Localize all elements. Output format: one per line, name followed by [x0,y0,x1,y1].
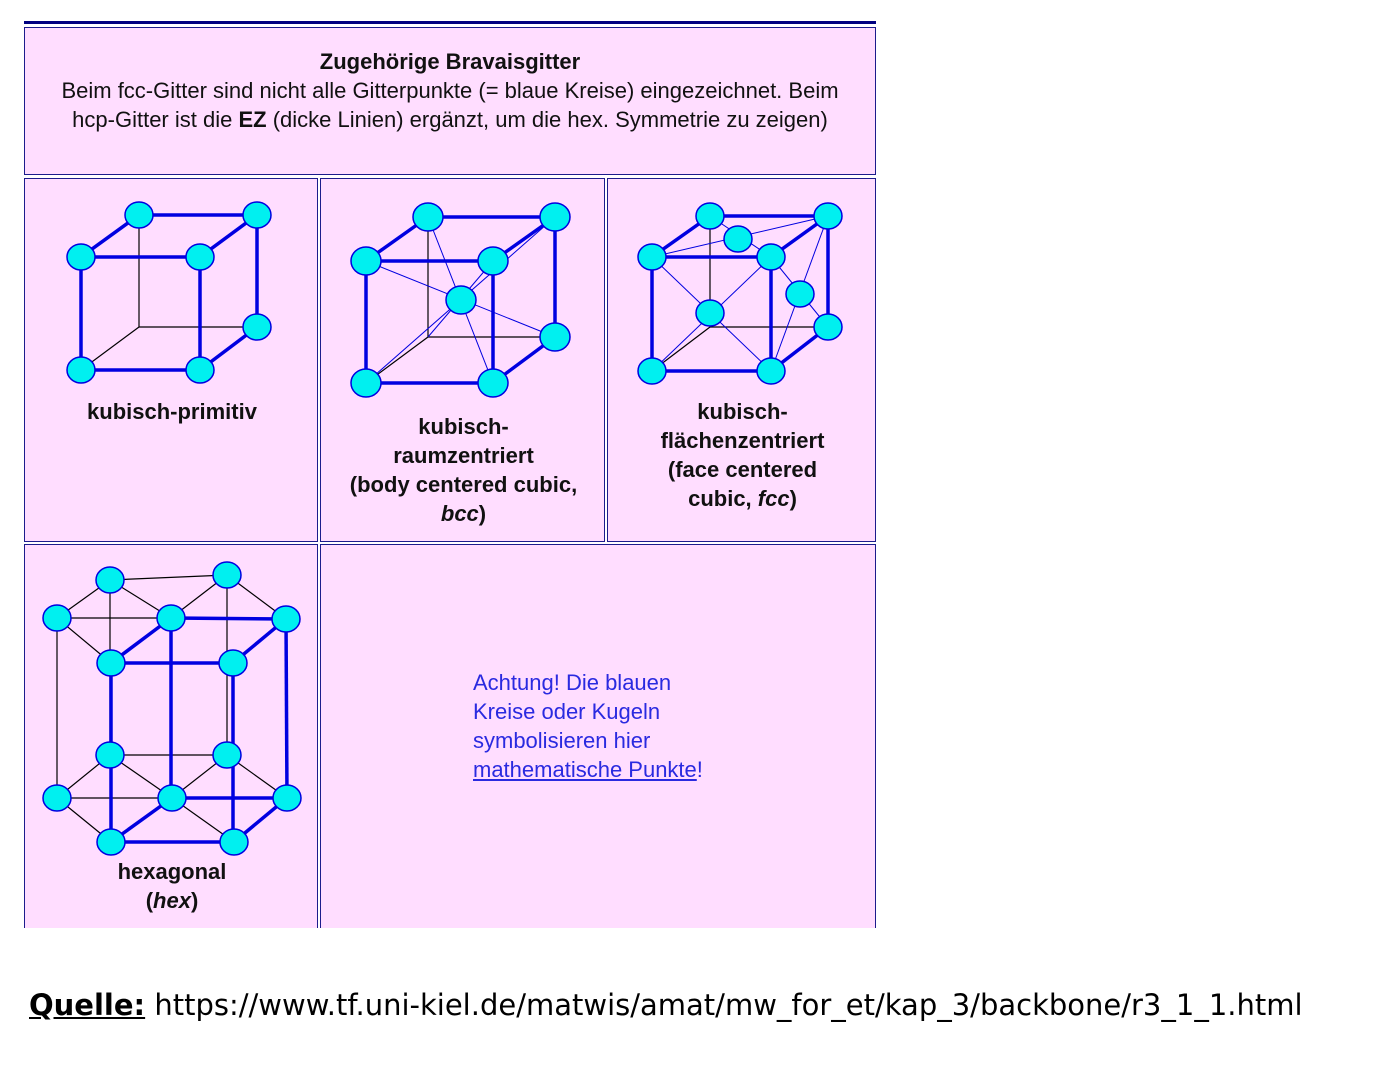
lattice-point [242,313,272,341]
source-label: Quelle: [29,988,146,1022]
label-prefix: cubic, [688,486,758,511]
lattice-point [156,604,186,632]
lattice-point [350,246,382,276]
hex-unit-cell-edges [109,616,289,844]
lattice-point [212,741,242,769]
lattice-point [124,201,154,229]
description-text-2: (dicke Linien) ergänzt, um die hex. Symm… [266,107,828,132]
fcc-lattice-points [637,202,843,385]
header-panel: Zugehörige Bravaisgitter Beim fcc-Gitter… [24,27,876,175]
lattice-point [219,828,249,856]
bcc-label: kubisch- raumzentriert (body centered cu… [321,412,606,528]
lattice-point [756,357,786,385]
note-cell: Achtung! Die blauen Kreise oder Kugeln s… [320,544,876,928]
sc-cell-edges [79,213,259,372]
lattice-point [66,243,96,271]
lattice-point [272,784,302,812]
lattice-cell-fcc: kubisch- flächenzentriert (face centered… [607,178,876,542]
lattice-point [242,201,272,229]
lattice-point [539,202,571,232]
label-line: kubisch-primitiv [87,399,257,424]
note-text: Achtung! Die blauen Kreise oder Kugeln s… [473,668,733,784]
lattice-point [96,649,126,677]
label-line: raumzentriert [393,443,534,468]
label-line: (body centered cubic, [349,472,578,497]
lattice-point [42,604,72,632]
description-text-1: Beim fcc-Gitter sind nicht alle Gitterpu… [61,78,839,132]
lattice-point [477,246,509,276]
sc-label: kubisch-primitiv [25,397,319,426]
lattice-point [42,784,72,812]
lattice-point [185,243,215,271]
hex-lattice-points [42,561,302,856]
label-line: (hex) [25,886,319,915]
lattice-cell-hex: hexagonal (hex) [24,544,318,928]
top-rule [24,21,876,24]
lattice-point [95,566,125,594]
label-line: hexagonal [117,859,227,884]
label-prefix: ( [145,888,154,913]
label-italic: hex [153,888,191,913]
label-italic: bcc [440,501,479,526]
source-url: https://www.tf.uni-kiel.de/matwis/amat/m… [154,988,1303,1022]
line [109,574,228,581]
lattice-point [477,368,509,398]
label-suffix: ) [478,501,487,526]
label-line: cubic, fcc) [608,484,877,513]
lattice-point [271,605,301,633]
bcc-lattice-diagram [350,202,571,398]
label-suffix: ) [789,486,797,511]
lattice-point [157,784,187,812]
lattice-point [66,356,96,384]
label-line: kubisch- [418,414,509,439]
line [170,616,287,621]
lattice-point [185,356,215,384]
label-line: (face centered [667,457,818,482]
label-line: bcc) [321,499,606,528]
note-body: Achtung! Die blauen Kreise oder Kugeln s… [473,670,672,753]
lattice-point [212,561,242,589]
label-suffix: ) [190,888,199,913]
sc-lattice-diagram [66,201,272,384]
label-line: kubisch- [697,399,788,424]
source-line: Quelle: https://www.tf.uni-kiel.de/matwi… [29,988,1303,1022]
hex-lattice-diagram [42,561,302,856]
lattice-point-center [445,285,477,315]
sc-lattice-points [66,201,272,384]
section-description: Beim fcc-Gitter sind nicht alle Gitterpu… [25,76,875,134]
lattice-cell-bcc: kubisch- raumzentriert (body centered cu… [320,178,605,542]
lattice-point [637,357,667,385]
bcc-lattice-points [350,202,571,398]
label-line: flächenzentriert [660,428,825,453]
fcc-lattice-diagram [637,202,843,385]
lattice-point [412,202,444,232]
lattice-point [350,368,382,398]
label-italic: fcc [757,486,790,511]
mathematische-punkte-link[interactable]: mathematische Punkte [473,757,697,782]
lattice-point [756,243,786,271]
line [284,618,289,799]
note-suffix: ! [696,757,703,782]
lattice-point [637,243,667,271]
section-title: Zugehörige Bravaisgitter [319,49,581,74]
lattice-point [218,649,248,677]
lattice-point [96,828,126,856]
description-bold: EZ [238,107,267,132]
lattice-point [813,202,843,230]
lattice-point [813,313,843,341]
lattice-point-face [695,299,725,327]
lattice-point-face [785,280,815,308]
lattice-point [95,741,125,769]
hex-label: hexagonal (hex) [25,857,319,915]
bcc-cell-edges [364,215,557,385]
lattice-point-face [723,225,753,253]
fcc-label: kubisch- flächenzentriert (face centered… [608,397,877,513]
lattice-cell-sc: kubisch-primitiv [24,178,318,542]
lattice-point [695,202,725,230]
lattice-point [539,322,571,352]
